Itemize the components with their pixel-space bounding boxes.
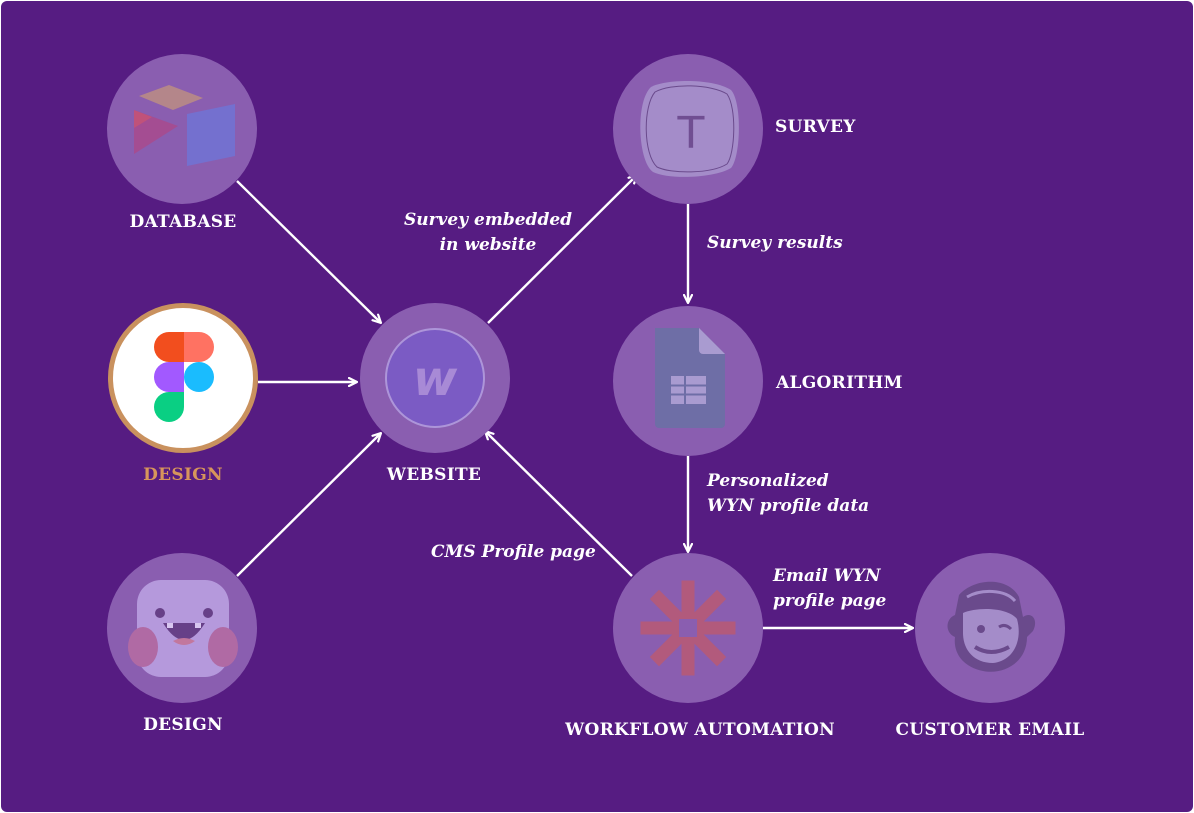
airtable-icon [134, 85, 235, 166]
algorithm-node[interactable] [613, 306, 763, 456]
survey-node[interactable]: T [613, 54, 763, 204]
zapier-icon [640, 580, 736, 676]
design-label: DESIGN [143, 715, 223, 735]
database-node[interactable] [107, 54, 257, 204]
workflow-node[interactable] [613, 553, 763, 703]
edge-label-email-profile: Email WYN profile page [773, 564, 886, 614]
arrow-database-to-website [236, 180, 381, 323]
algorithm-label: ALGORITHM [776, 373, 903, 393]
smiling-app-icon [128, 580, 238, 677]
edge-label-survey-results: Survey results [707, 233, 843, 253]
arrow-workflow-to-website [485, 431, 633, 577]
figma-node[interactable] [108, 303, 258, 453]
edge-label-cms-profile: CMS Profile page [431, 542, 596, 562]
figma-label: DESIGN [143, 465, 223, 485]
edge-label-email-profile-line2: profile page [773, 591, 887, 611]
database-label: DATABASE [129, 212, 237, 232]
webflow-icon: w [385, 328, 485, 428]
email-label: CUSTOMER EMAIL [895, 720, 1085, 740]
edge-label-survey-embedded: Survey embedded in website [404, 208, 572, 258]
email-node[interactable] [915, 553, 1065, 703]
figma-icon [154, 332, 214, 422]
edge-label-survey-embedded-line1: Survey embedded [403, 210, 573, 230]
survey-label: SURVEY [775, 117, 856, 137]
website-node[interactable]: w [360, 303, 510, 453]
arrow-design-to-website [236, 433, 381, 577]
mailchimp-icon [947, 581, 1036, 672]
typeform-icon: T [640, 80, 739, 177]
edge-label-personalized: Personalized WYN profile data [707, 469, 869, 519]
edge-label-survey-embedded-line2: in website [439, 235, 537, 255]
edge-label-personalized-line2: WYN profile data [707, 496, 870, 516]
edge-label-personalized-line1: Personalized [707, 471, 829, 491]
webflow-glyph: w [413, 351, 458, 407]
edge-label-email-profile-line1: Email WYN [773, 566, 881, 586]
typeform-glyph: T [677, 108, 705, 159]
arrow-website-to-survey [487, 175, 637, 324]
spreadsheet-icon [655, 328, 725, 428]
design-node[interactable] [107, 553, 257, 703]
website-label: WEBSITE [386, 465, 482, 485]
workflow-label: WORKFLOW AUTOMATION [565, 720, 835, 740]
